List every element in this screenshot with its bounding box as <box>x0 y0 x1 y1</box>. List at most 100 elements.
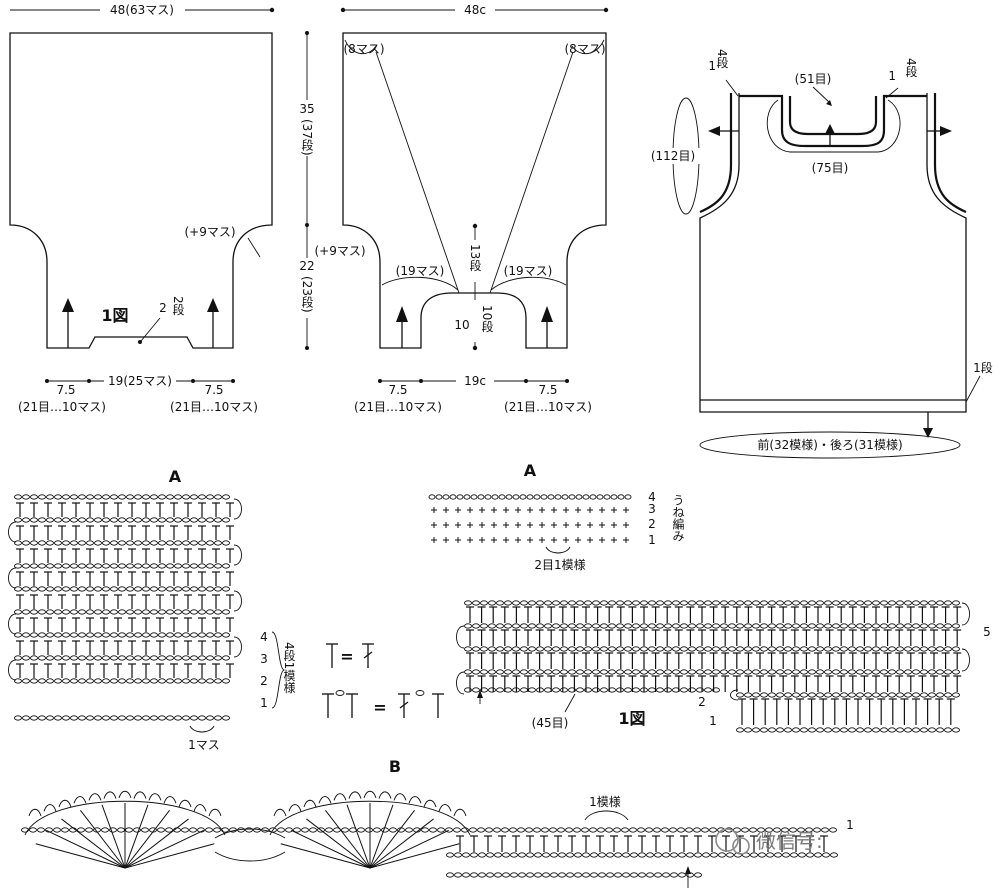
neckline-outer <box>739 94 927 148</box>
chain-stitch <box>126 609 134 615</box>
chain-stitch <box>696 687 704 693</box>
chain-stitch <box>656 623 664 629</box>
chain-stitch <box>70 586 78 592</box>
chain-stitch <box>584 687 592 693</box>
chain-stitch <box>566 872 574 878</box>
chain-stitch <box>198 517 206 523</box>
chain-stitch <box>46 632 54 638</box>
chain-stitch <box>600 669 608 675</box>
chain-stitch <box>94 586 102 592</box>
chain-stitch <box>102 540 110 546</box>
chain-stitch <box>678 872 686 878</box>
chain-stitch <box>808 600 816 606</box>
chain-stitch <box>198 586 206 592</box>
chain-stitch <box>14 563 22 569</box>
chain-stitch <box>600 687 608 693</box>
chain-stitch <box>797 827 805 833</box>
chain-stitch <box>718 852 726 858</box>
chain-stitch <box>504 687 512 693</box>
chain-stitch <box>920 623 928 629</box>
chain-stitch <box>526 852 534 858</box>
chain-stitch <box>544 600 552 606</box>
chain-stitch <box>70 540 78 546</box>
chain-stitch <box>736 669 744 675</box>
turning-chain <box>233 636 242 658</box>
chain-stitch <box>552 600 560 606</box>
chain-stitch <box>94 609 102 615</box>
dimension-dot <box>603 7 609 13</box>
chain-stitch <box>672 687 680 693</box>
chain-stitch <box>214 632 222 638</box>
chain-stitch <box>206 586 214 592</box>
chain-stitch <box>504 646 512 652</box>
chain-stitch <box>680 687 688 693</box>
chain-stitch <box>576 600 584 606</box>
chain-stitch <box>102 609 110 615</box>
chain-stitch <box>576 687 584 693</box>
panel2-height-upper: 35 <box>299 102 314 116</box>
chain-stitch <box>142 678 150 684</box>
chain-stitch <box>505 494 513 500</box>
chain-stitch <box>118 655 126 661</box>
panel1-side-note: (+9マス) <box>184 225 235 239</box>
panel-2-schematic: 48c (8マス) (8マス) 35 (37段) 22 (23段) (+9マス)… <box>293 3 609 414</box>
panel2-height-lower: 22 <box>299 259 314 273</box>
chain-stitch <box>576 623 584 629</box>
chain-stitch <box>624 623 632 629</box>
chain-stitch <box>574 852 582 858</box>
chain-stitch <box>166 563 174 569</box>
chain-stitch <box>174 655 182 661</box>
chain-stitch <box>613 827 621 833</box>
chain-stitch <box>550 872 558 878</box>
chain-stitch <box>484 494 492 500</box>
chain-stitch <box>637 827 645 833</box>
chain-stitch <box>150 586 158 592</box>
chain-stitch <box>766 852 774 858</box>
chain-stitch <box>768 646 776 652</box>
chain-stitch <box>904 646 912 652</box>
chain-stitch <box>206 563 214 569</box>
chain-stitch <box>102 586 110 592</box>
dimension-dot <box>472 223 478 229</box>
chain-stitch <box>222 715 230 721</box>
panel3-right-rows-num: 1 <box>888 69 896 83</box>
chain-stitch <box>435 494 443 500</box>
chain-stitch <box>638 852 646 858</box>
chain-stitch <box>592 623 600 629</box>
chain-stitch <box>696 646 704 652</box>
panel2-top-width: 48c <box>464 3 486 17</box>
chain-stitch <box>589 827 597 833</box>
chart-figure-1: (45目) 1図 5 2 1 <box>456 600 991 733</box>
picot-loop <box>43 804 57 812</box>
chain-stitch <box>454 872 462 878</box>
chain-stitch <box>568 623 576 629</box>
chain-stitch <box>222 586 230 592</box>
chain-stitch <box>14 517 22 523</box>
chart-a-left-stitch-grid <box>8 494 242 721</box>
chain-stitch <box>547 494 555 500</box>
dimension-dot <box>231 379 235 383</box>
panel1-hem-num: 2 <box>159 301 167 315</box>
chain-stitch <box>126 715 134 721</box>
chain-stitch <box>872 600 880 606</box>
chain-stitch <box>165 827 173 833</box>
chain-stitch <box>622 872 630 878</box>
chain-stitch <box>768 600 776 606</box>
chain-stitch <box>126 632 134 638</box>
chain-stitch <box>744 692 752 698</box>
chain-stitch <box>54 586 62 592</box>
chain-stitch <box>597 827 605 833</box>
chain-stitch <box>936 623 944 629</box>
chain-stitch <box>822 852 830 858</box>
chain-stitch <box>389 827 397 833</box>
chain-stitch <box>101 827 109 833</box>
chain-stitch <box>760 600 768 606</box>
chain-stitch <box>504 600 512 606</box>
chain-stitch <box>832 669 840 675</box>
chain-stitch <box>22 563 30 569</box>
chain-stitch <box>944 600 952 606</box>
chain-stitch <box>528 669 536 675</box>
panel2-height-upper-rows: (37段) <box>300 119 314 156</box>
chain-stitch <box>166 715 174 721</box>
chain-stitch <box>561 494 569 500</box>
